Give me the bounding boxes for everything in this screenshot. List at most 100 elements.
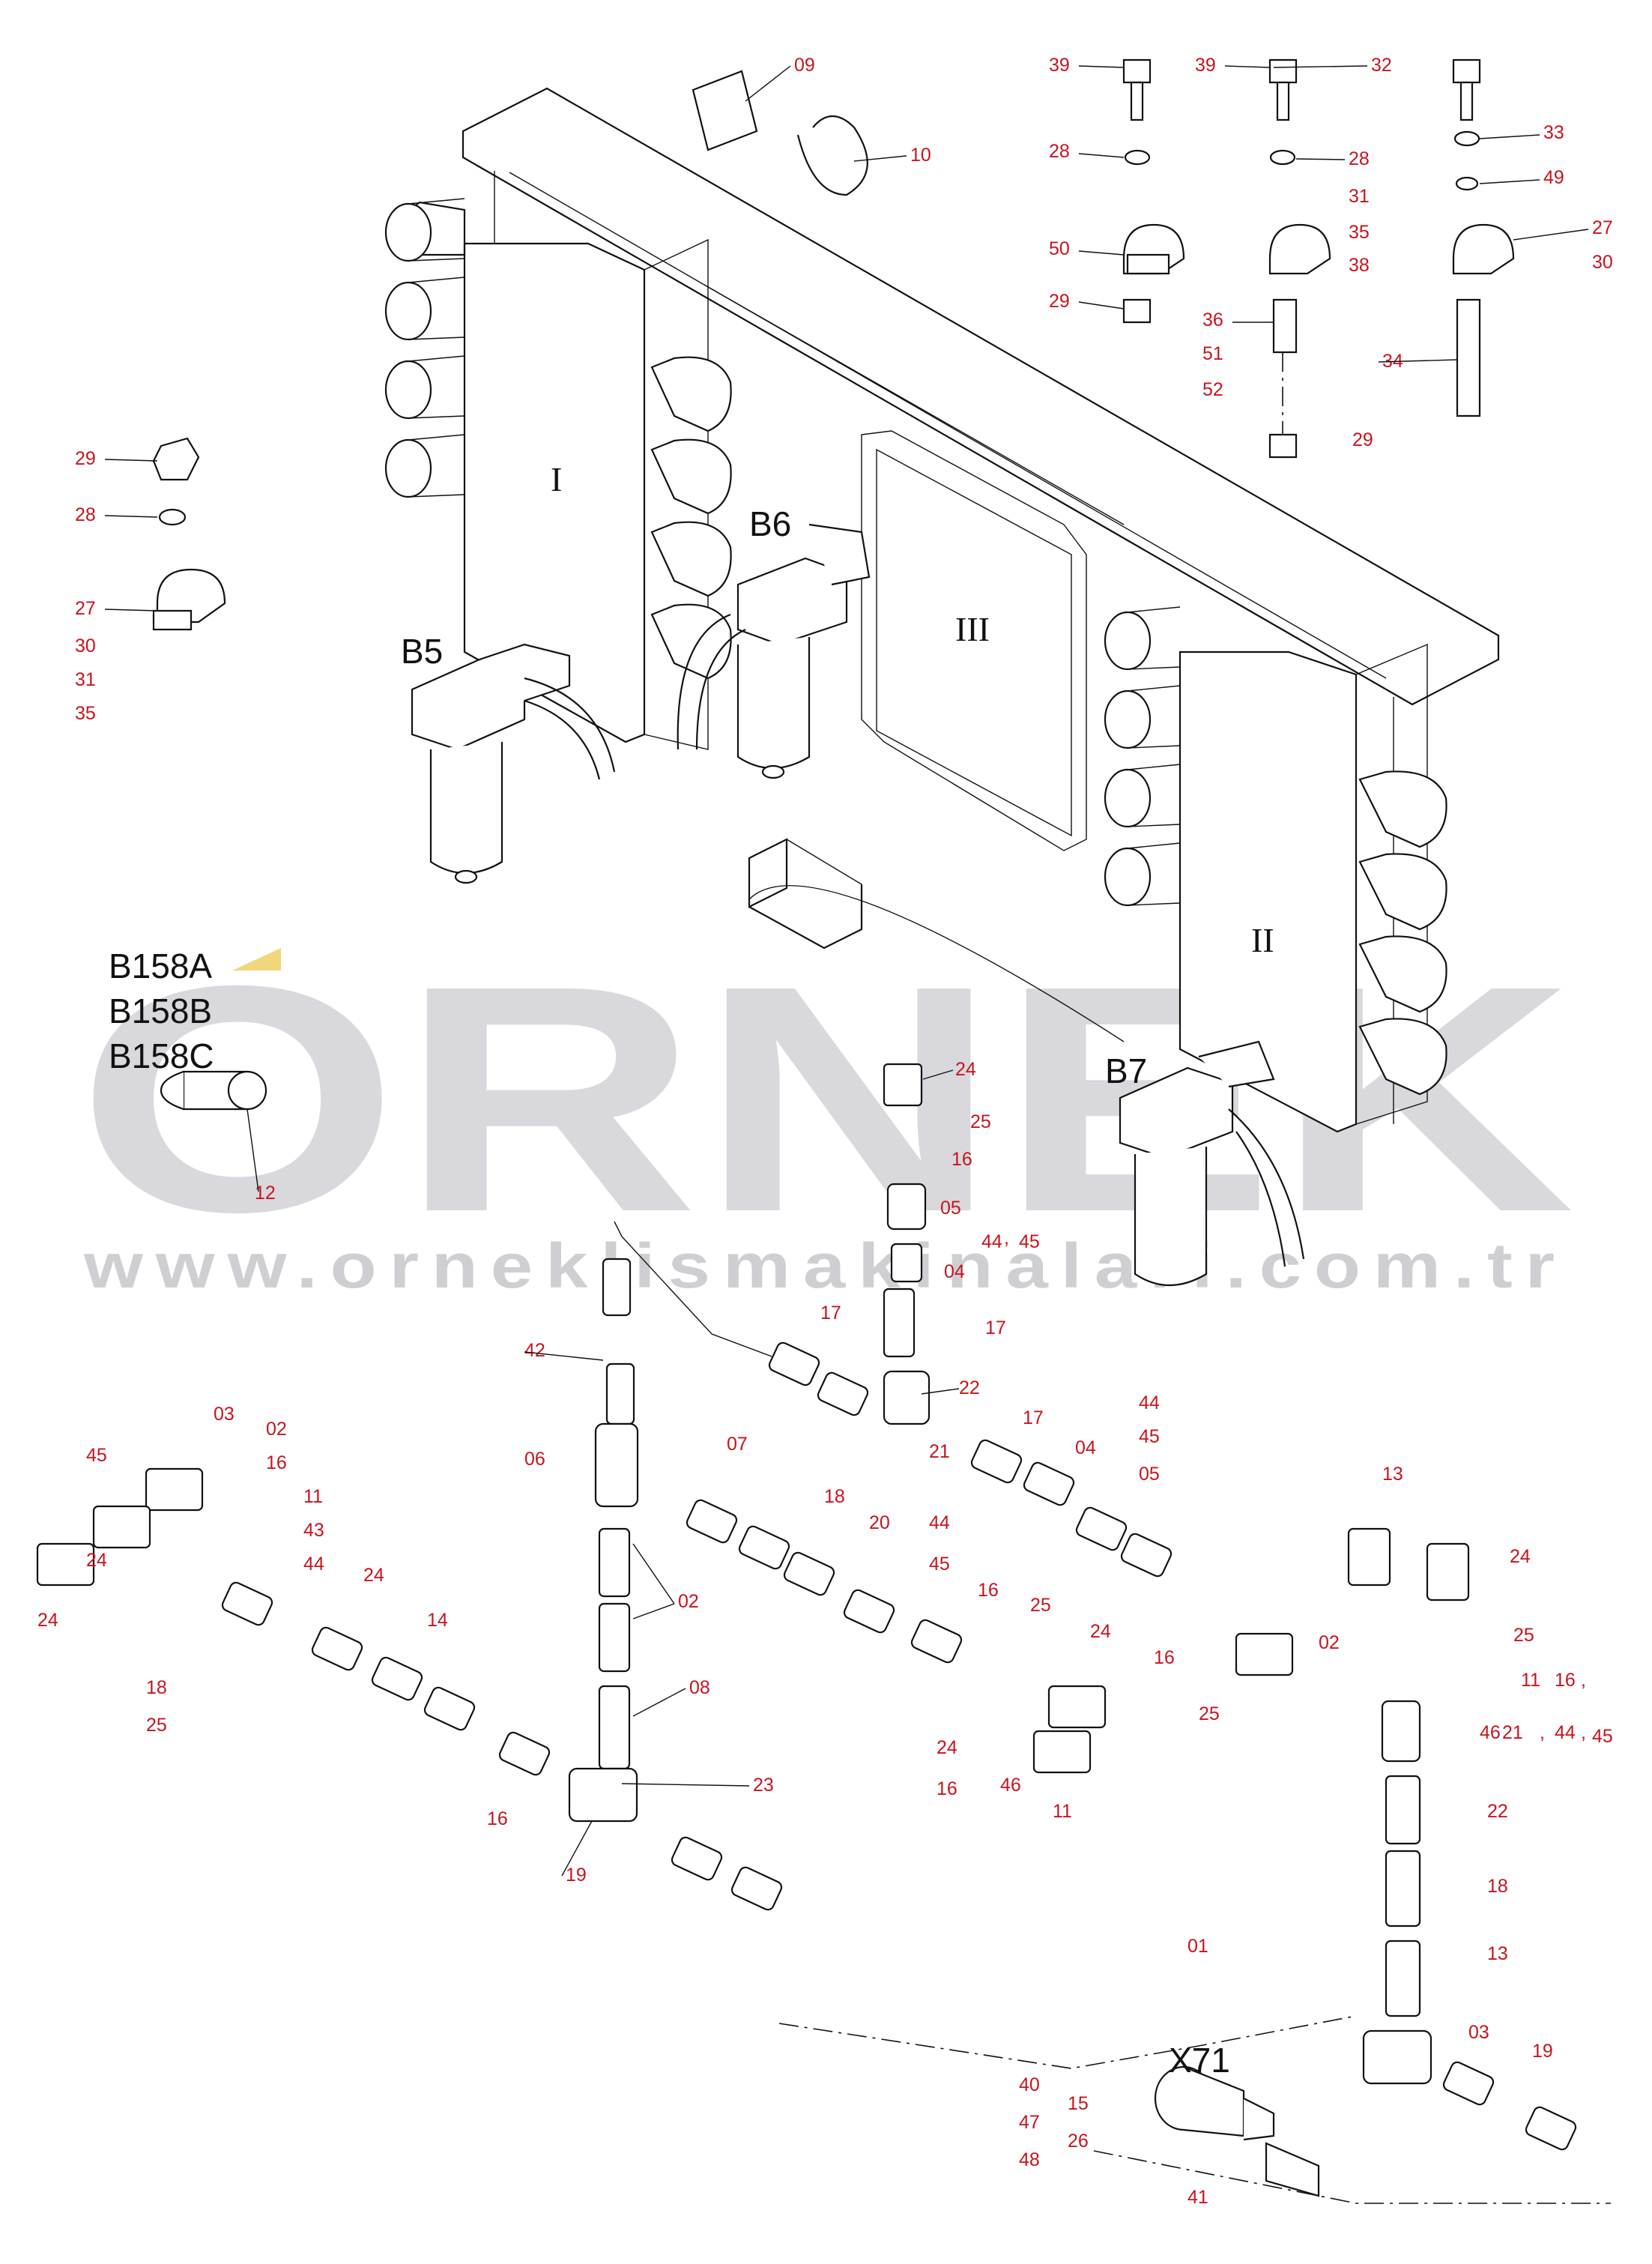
leader-line — [1295, 158, 1346, 160]
callout-number: 08 — [689, 1677, 710, 1698]
callout-number: 24 — [1090, 1621, 1111, 1642]
callout-number: 40 — [1019, 2074, 1040, 2095]
hardware-stack-3 — [1452, 58, 1515, 417]
callout-number: 26 — [1068, 2131, 1089, 2152]
label-b5: B5 — [401, 632, 443, 671]
callout-number: 42 — [524, 1340, 545, 1361]
callout-number: 44 — [981, 1231, 1002, 1252]
callout-number: 27 — [1592, 217, 1613, 238]
callout-number: 31 — [1349, 186, 1370, 207]
callout-number: 44 — [929, 1512, 950, 1533]
watermark-url: www.orneklismakinalari.com.tr — [83, 1231, 1567, 1301]
leader-line — [1273, 65, 1368, 68]
leader-line — [632, 1603, 675, 1619]
callout-number: 44 — [1139, 1392, 1160, 1413]
label-b158a: B158A — [109, 947, 212, 985]
callout-number: 17 — [820, 1302, 841, 1323]
callout-number: 21 — [1502, 1722, 1523, 1743]
label-b158c: B158C — [109, 1036, 214, 1075]
leader-line — [104, 515, 158, 518]
pressure-sensor-12 — [160, 1070, 267, 1111]
callout-number: 35 — [1349, 222, 1370, 243]
leader-line — [1479, 179, 1540, 184]
callout-number: 44 — [303, 1554, 324, 1575]
clip-stack-left — [152, 437, 226, 631]
leader-line — [632, 1543, 675, 1605]
callout-number: 29 — [75, 448, 96, 469]
label-block-iii: III — [955, 610, 990, 648]
callout-number: 03 — [214, 1404, 235, 1425]
callout-number: 46 — [1480, 1722, 1501, 1743]
callout-number: 25 — [146, 1715, 167, 1736]
callout-number: 19 — [566, 1865, 587, 1886]
leader-line — [1078, 153, 1125, 158]
callout-number: 13 — [1382, 1464, 1403, 1485]
leader-line — [922, 1069, 954, 1080]
callout-number: 16 — [978, 1580, 999, 1601]
callout-number: 23 — [753, 1775, 774, 1796]
callout-number: 17 — [985, 1317, 1006, 1338]
callout-number: 24 — [955, 1059, 976, 1080]
callout-number: 22 — [1487, 1801, 1508, 1822]
leader-line — [1078, 301, 1125, 310]
filter-b5 — [411, 643, 616, 884]
leader-line — [1224, 65, 1271, 68]
callout-number: 24 — [37, 1610, 58, 1631]
callout-number: 03 — [1468, 2022, 1489, 2043]
callout-number: 38 — [1349, 255, 1370, 276]
leader-line — [104, 459, 158, 462]
callout-number: 27 — [75, 598, 96, 619]
callout-number: 30 — [1592, 252, 1613, 273]
filter-b7 — [1119, 1040, 1305, 1286]
callout-number: 19 — [1532, 2041, 1553, 2062]
callout-number: 05 — [1139, 1464, 1160, 1485]
callout-number: 04 — [944, 1261, 965, 1282]
callout-number: 52 — [1202, 379, 1223, 400]
leader-line — [246, 1108, 259, 1192]
block-ii-side-ports — [1358, 770, 1447, 1096]
callout-number: 01 — [1187, 1936, 1208, 1957]
callout-number: 02 — [1319, 1632, 1340, 1653]
label-block-ii: II — [1251, 921, 1274, 959]
valve-block-assembly — [384, 87, 1500, 1133]
callout-number: 29 — [1352, 429, 1373, 450]
callout-number: 21 — [929, 1441, 950, 1462]
block-i-side-ports — [650, 356, 732, 680]
callout-number: 11 — [1521, 1670, 1540, 1691]
callout-number: 02 — [678, 1591, 699, 1612]
callout-number: 02 — [266, 1419, 287, 1440]
label-b6: B6 — [749, 504, 791, 543]
callout-number: 11 — [1053, 1801, 1072, 1822]
callout-number: 45 — [1592, 1726, 1613, 1747]
callout-number: 16 — [1555, 1670, 1576, 1691]
leader-line — [524, 1351, 604, 1361]
callout-number: 39 — [1049, 55, 1070, 76]
assembly-labels: B5 B6 B7 B158A B158B B158C X71 I II III — [109, 460, 1274, 2080]
callout-number: 45 — [1019, 1231, 1040, 1252]
callout-number: 28 — [1349, 148, 1370, 169]
leader-line — [621, 1783, 750, 1787]
tape-and-tie — [692, 70, 868, 196]
electrical-connectors — [36, 1063, 1470, 1774]
leader-line — [561, 1820, 593, 1877]
callout-numbers: 0910392850293928365152293233493135382730… — [37, 55, 1613, 2208]
callout-number: 05 — [940, 1198, 961, 1219]
callout-number: 25 — [1030, 1595, 1051, 1616]
callout-number: 13 — [1487, 1943, 1508, 1964]
callout-number: 44 — [1555, 1722, 1576, 1743]
leader-line — [921, 1388, 960, 1395]
callout-number: 11 — [303, 1486, 323, 1507]
callout-number: 16 — [951, 1149, 972, 1170]
hydraulic-lines — [614, 885, 1611, 2204]
callout-number: 10 — [910, 145, 931, 166]
callout-number: 09 — [794, 55, 815, 76]
leader-line — [1479, 134, 1540, 139]
callout-number: 50 — [1049, 238, 1070, 259]
callout-number: 28 — [75, 504, 96, 525]
callout-number: 15 — [1068, 2093, 1089, 2114]
fitting-diagonal-runs — [221, 1341, 1577, 2151]
coupling-x71 — [1154, 2065, 1320, 2197]
callout-number: 33 — [1543, 122, 1564, 143]
callout-number: 47 — [1019, 2112, 1040, 2133]
callout-number: 22 — [959, 1377, 980, 1398]
